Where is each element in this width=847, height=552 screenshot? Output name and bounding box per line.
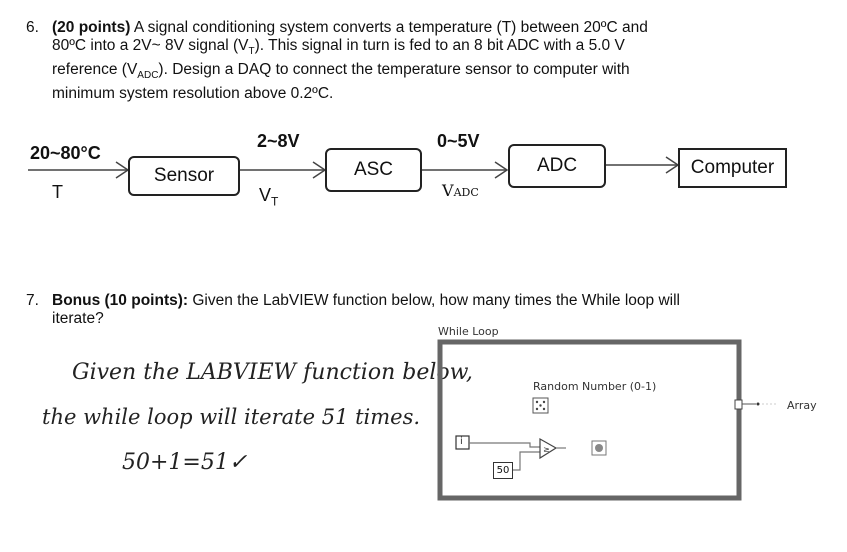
question-6-points: (20 points)	[52, 19, 131, 36]
computer-block: Computer	[678, 148, 787, 188]
vt-sub: T	[271, 194, 279, 209]
vt-variable-label: VT	[259, 185, 278, 209]
adc-label: ADC	[536, 155, 578, 176]
question-6-line1: A signal conditioning system converts a …	[133, 19, 648, 36]
voltage-range-label: 2~8V	[257, 131, 300, 151]
question-6-text: (20 points) A signal conditioning system…	[52, 19, 832, 103]
question-7-line1: Given the LabVIEW function below, how ma…	[192, 292, 680, 309]
handwritten-answer-line2: the while loop will iterate 51 times.	[42, 405, 421, 429]
question-7-line2: iterate?	[52, 310, 104, 327]
vadc-main: V	[442, 181, 454, 200]
svg-text:≥: ≥	[543, 445, 550, 454]
question-6-line2b: ). This signal in turn is fed to an 8 bi…	[254, 37, 625, 54]
question-6-number: 6.	[26, 19, 39, 36]
asc-label: ASC	[353, 159, 394, 180]
question-7-number: 7.	[26, 292, 39, 309]
question-6-line4: minimum system resolution above 0.2ºC.	[52, 85, 334, 103]
question-7-text: Bonus (10 points): Given the LabVIEW fun…	[52, 292, 812, 328]
question-6-line3-sub: ADC	[137, 70, 159, 82]
while-loop-label: While Loop	[438, 325, 499, 338]
array-label: Array	[787, 399, 817, 412]
constant-50-value: 50	[496, 465, 510, 476]
adc-range-label: 0~5V	[437, 131, 480, 151]
adc-block: ADC	[508, 144, 606, 188]
question-6-line2a: 80ºC into a 2V~ 8V signal (V	[52, 37, 249, 54]
temperature-variable-label: T	[52, 182, 63, 202]
temperature-range-label: 20~80°C	[30, 143, 101, 163]
handwritten-answer-line3: 50+1=51✓	[122, 450, 248, 475]
vadc-sub: ADC	[453, 186, 479, 199]
question-7-bonus: Bonus (10 points):	[52, 292, 189, 309]
question-6-line3b: ). Design a DAQ to connect the temperatu…	[158, 61, 630, 79]
computer-label: Computer	[690, 157, 775, 178]
iteration-terminal-label: i	[460, 436, 463, 447]
vadc-variable-label: VADC	[442, 181, 479, 200]
handwritten-answer-line1: Given the LABVIEW function below,	[72, 360, 473, 385]
random-number-label: Random Number (0-1)	[533, 380, 657, 393]
asc-block: ASC	[325, 148, 422, 192]
sensor-block: Sensor	[128, 156, 240, 196]
vt-main: V	[259, 185, 272, 205]
question-6-line2-sub: T	[248, 46, 255, 58]
constant-50: 50	[493, 462, 513, 479]
sensor-label: Sensor	[153, 165, 215, 186]
question-6-line3a: reference (V	[52, 61, 138, 79]
